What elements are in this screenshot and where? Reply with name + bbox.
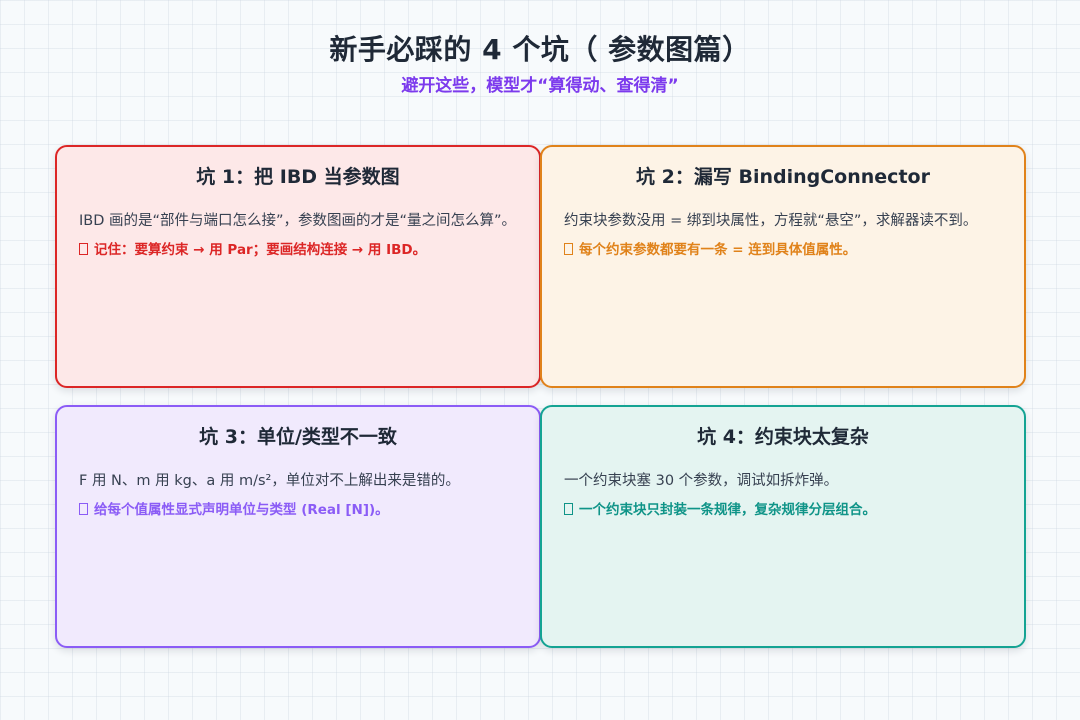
box-icon bbox=[79, 243, 88, 255]
card-tip: 每个约束参数都要有一条 = 连到具体值属性。 bbox=[564, 239, 1002, 261]
card-title: 坑 1：把 IBD 当参数图 bbox=[196, 166, 400, 188]
card-title: 坑 4：约束块太复杂 bbox=[697, 426, 869, 448]
page-title: 新手必踩的 4 个坑（ 参数图篇） bbox=[329, 33, 751, 66]
card-title: 坑 2：漏写 BindingConnector bbox=[636, 166, 930, 188]
page-subtitle: 避开这些，模型才“算得动、查得清” bbox=[401, 76, 679, 96]
page-header: 新手必踩的 4 个坑（ 参数图篇） 避开这些，模型才“算得动、查得清” bbox=[0, 30, 1080, 98]
card-body: F 用 N、m 用 kg、a 用 m/s²，单位对不上解出来是错的。 bbox=[79, 473, 460, 489]
box-icon bbox=[564, 503, 573, 515]
card-title: 坑 3：单位/类型不一致 bbox=[199, 426, 397, 448]
card-tip: 一个约束块只封装一条规律，复杂规律分层组合。 bbox=[564, 499, 1002, 521]
card-tip-text: 一个约束块只封装一条规律，复杂规律分层组合。 bbox=[579, 502, 876, 518]
card-tip-text: 记住：要算约束 → 用 Par；要画结构连接 → 用 IBD。 bbox=[94, 242, 427, 258]
card-tip: 记住：要算约束 → 用 Par；要画结构连接 → 用 IBD。 bbox=[79, 239, 517, 261]
pitfall-card-3: 坑 3：单位/类型不一致 F 用 N、m 用 kg、a 用 m/s²，单位对不上… bbox=[55, 405, 541, 648]
box-icon bbox=[79, 503, 88, 515]
card-tip-text: 给每个值属性显式声明单位与类型 (Real [N])。 bbox=[94, 502, 389, 518]
card-tip-text: 每个约束参数都要有一条 = 连到具体值属性。 bbox=[579, 242, 857, 258]
pitfall-card-4: 坑 4：约束块太复杂 一个约束块塞 30 个参数，调试如拆炸弹。 一个约束块只封… bbox=[540, 405, 1026, 648]
card-body: IBD 画的是“部件与端口怎么接”，参数图画的才是“量之间怎么算”。 bbox=[79, 213, 517, 229]
box-icon bbox=[564, 243, 573, 255]
pitfall-card-1: 坑 1：把 IBD 当参数图 IBD 画的是“部件与端口怎么接”，参数图画的才是… bbox=[55, 145, 541, 388]
card-body: 一个约束块塞 30 个参数，调试如拆炸弹。 bbox=[564, 473, 839, 489]
pitfall-card-2: 坑 2：漏写 BindingConnector 约束块参数没用 = 绑到块属性，… bbox=[540, 145, 1026, 388]
card-tip: 给每个值属性显式声明单位与类型 (Real [N])。 bbox=[79, 499, 517, 521]
card-body: 约束块参数没用 = 绑到块属性，方程就“悬空”，求解器读不到。 bbox=[564, 213, 978, 229]
